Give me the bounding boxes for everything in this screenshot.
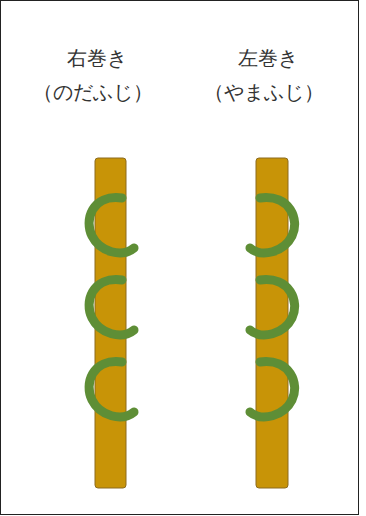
species-label: （やまふじ）: [204, 80, 324, 104]
vine-coil: [89, 362, 134, 417]
handedness-label: 左巻き: [238, 46, 298, 70]
vine-coil: [250, 362, 295, 417]
vine-coil: [89, 280, 134, 335]
right-vine: [250, 198, 295, 417]
frame-border: [1, 1, 359, 515]
species-label: （のだふじ）: [33, 80, 153, 104]
left-vine: [89, 198, 134, 417]
vine-coil: [89, 198, 134, 253]
vine-coil: [250, 280, 295, 335]
vine-coil: [250, 198, 295, 253]
handedness-label: 右巻き: [67, 46, 127, 70]
